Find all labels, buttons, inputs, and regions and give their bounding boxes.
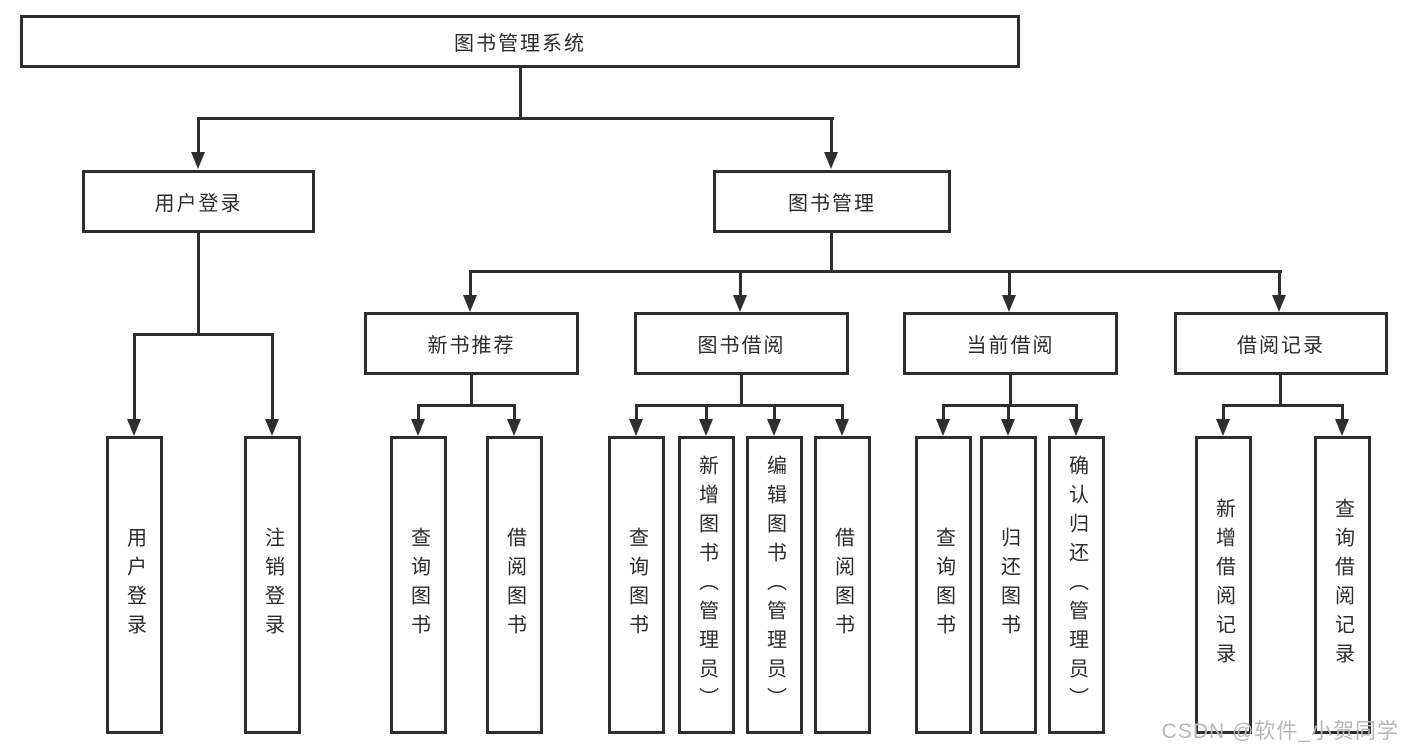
connector-line (1279, 373, 1282, 407)
node-label: 借阅图书 (831, 527, 854, 643)
connector-line (197, 117, 834, 120)
node-book-borrowing: 图书借阅 (634, 312, 849, 375)
arrowhead-icon (1335, 419, 1349, 436)
node-label: 当前借阅 (966, 335, 1055, 357)
arrowhead-icon (411, 419, 425, 436)
node-label: 编辑图书（管理员） (763, 454, 786, 716)
node-label: 新增图书（管理员） (695, 454, 718, 716)
connector-line (133, 333, 136, 421)
leaf-query-books-borrowing: 查询图书 (608, 436, 665, 734)
connector-line (469, 270, 472, 298)
node-label: 用户登录 (123, 527, 146, 643)
node-label: 查询图书 (407, 527, 430, 643)
node-new-book-recommend: 新书推荐 (364, 312, 579, 375)
node-user-login: 用户登录 (82, 170, 315, 233)
arrowhead-icon (1002, 295, 1016, 312)
connector-line (1222, 404, 1225, 421)
connector-line (740, 373, 743, 407)
leaf-edit-books-admin: 编辑图书（管理员） (746, 436, 803, 734)
leaf-query-books-current: 查询图书 (915, 436, 972, 734)
leaf-borrow-books-recommend: 借阅图书 (486, 436, 543, 734)
node-label: 新增借阅记录 (1212, 498, 1235, 672)
arrowhead-icon (835, 419, 849, 436)
leaf-logout: 注销登录 (244, 436, 301, 734)
node-book-management: 图书管理 (713, 170, 951, 233)
leaf-return-books: 归还图书 (980, 436, 1037, 734)
connector-line (942, 404, 945, 421)
connector-line (635, 404, 638, 421)
arrowhead-icon (824, 152, 838, 169)
connector-line (773, 404, 776, 421)
connector-line (197, 231, 200, 336)
arrowhead-icon (507, 419, 521, 436)
arrowhead-icon (265, 419, 279, 436)
node-label: 归还图书 (997, 527, 1020, 643)
node-label: 图书借阅 (697, 335, 786, 357)
connector-line (705, 404, 708, 421)
node-label: 查询图书 (625, 527, 648, 643)
node-label: 查询借阅记录 (1331, 498, 1354, 672)
connector-line (1341, 404, 1344, 421)
node-current-borrowing: 当前借阅 (903, 312, 1118, 375)
connector-line (942, 404, 1078, 407)
connector-line (830, 231, 833, 273)
connector-line (1008, 270, 1011, 298)
connector-line (830, 117, 833, 154)
leaf-borrow-books: 借阅图书 (814, 436, 871, 734)
node-label: 确认归还（管理员） (1065, 454, 1088, 716)
connector-line (271, 333, 274, 421)
node-label: 新书推荐 (427, 335, 516, 357)
watermark: CSDN @软件_小贺同学 (1161, 720, 1399, 743)
arrowhead-icon (767, 419, 781, 436)
connector-line (1007, 404, 1010, 421)
leaf-query-borrow-record: 查询借阅记录 (1314, 436, 1371, 734)
connector-line (470, 373, 473, 407)
node-borrowing-records: 借阅记录 (1174, 312, 1388, 375)
node-label: 借阅图书 (503, 527, 526, 643)
connector-line (417, 404, 516, 407)
node-label: 借阅记录 (1237, 335, 1325, 357)
leaf-confirm-return-admin: 确认归还（管理员） (1048, 436, 1105, 734)
arrowhead-icon (1272, 295, 1286, 312)
connector-line (519, 66, 522, 119)
connector-line (841, 404, 844, 421)
connector-line (1278, 270, 1281, 298)
arrowhead-icon (699, 419, 713, 436)
arrowhead-icon (1216, 419, 1230, 436)
connector-line (1222, 404, 1344, 407)
connector-line (197, 117, 200, 154)
node-label: 注销登录 (261, 527, 284, 643)
leaf-query-books-recommend: 查询图书 (390, 436, 447, 734)
node-label: 图书管理 (788, 193, 876, 215)
connector-line (417, 404, 420, 421)
connector-line (1075, 404, 1078, 421)
arrowhead-icon (1001, 419, 1015, 436)
leaf-add-books-admin: 新增图书（管理员） (678, 436, 735, 734)
connector-line (739, 270, 742, 298)
node-label: 图书管理系统 (454, 33, 586, 55)
arrowhead-icon (936, 419, 950, 436)
arrowhead-icon (127, 419, 141, 436)
connector-line (1009, 373, 1012, 407)
node-system-root: 图书管理系统 (20, 15, 1020, 68)
connector-line (635, 404, 844, 407)
leaf-add-borrow-record: 新增借阅记录 (1195, 436, 1252, 734)
leaf-user-login: 用户登录 (106, 436, 163, 734)
arrowhead-icon (629, 419, 643, 436)
arrowhead-icon (733, 295, 747, 312)
arrowhead-icon (191, 152, 205, 169)
connector-line (513, 404, 516, 421)
node-label: 查询图书 (932, 527, 955, 643)
connector-line (469, 270, 1282, 273)
arrowhead-icon (463, 295, 477, 312)
connector-line (133, 333, 274, 336)
arrowhead-icon (1069, 419, 1083, 436)
node-label: 用户登录 (154, 193, 243, 215)
